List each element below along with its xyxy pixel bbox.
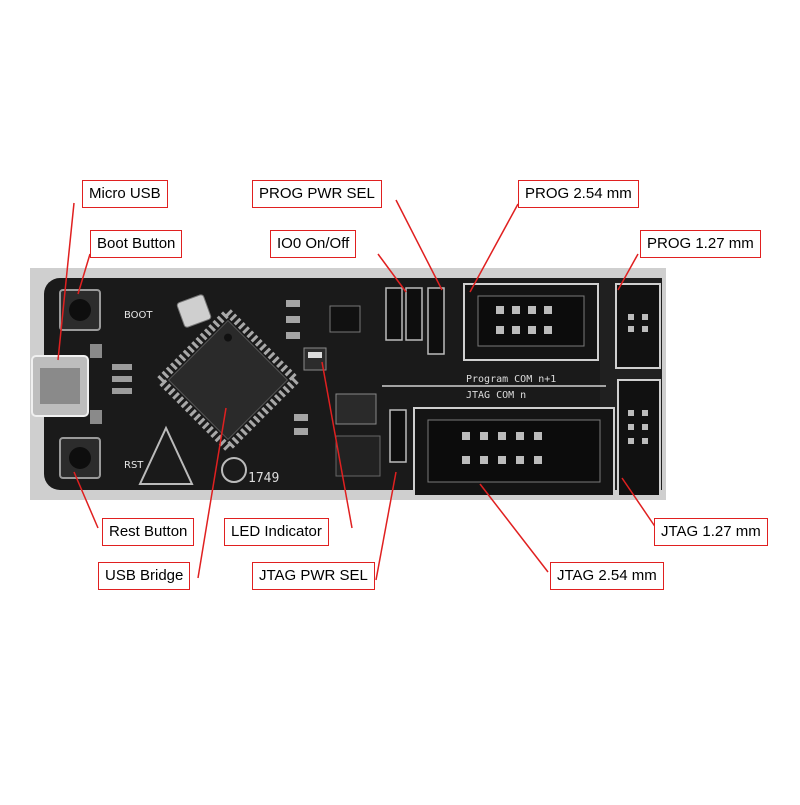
leader-usb-bridge (197, 407, 227, 579)
smd-part (294, 414, 308, 421)
crystal (176, 294, 212, 328)
pb-free-logo (221, 457, 247, 483)
smd-part (112, 364, 132, 370)
rst-silk: RST (124, 460, 144, 471)
jtag-127-pins (628, 410, 648, 444)
jtag-254-shroud (427, 419, 601, 483)
leader-prog-254 (469, 203, 519, 293)
leader-micro-usb (57, 202, 75, 361)
leader-io0 (377, 253, 407, 293)
chip-dot (223, 333, 232, 342)
callout-jtag-pwr-sel: JTAG PWR SEL (252, 562, 375, 590)
smd-part (112, 388, 132, 394)
jtag-254-pins (462, 432, 542, 464)
callout-boot-button: Boot Button (90, 230, 183, 258)
smd-part (294, 428, 308, 435)
leader-prog-127 (617, 253, 639, 291)
jtag-127-header (617, 379, 661, 497)
smd-part (286, 316, 300, 323)
leader-jtag-127 (621, 477, 657, 529)
prog-254-shroud (477, 295, 585, 347)
prog-127-pins (628, 314, 648, 332)
callout-prog-pwr-sel: PROG PWR SEL (252, 180, 382, 208)
leader-jtag-254 (479, 483, 549, 573)
callout-rest-button: Rest Button (102, 518, 195, 546)
callout-jtag-254: JTAG 2.54 mm (550, 562, 664, 590)
smd-part (286, 300, 300, 307)
jtag-pwr-jumper (389, 409, 407, 463)
regulator (329, 305, 361, 333)
smd-part (90, 344, 102, 358)
program-com-silk: Program COM n+1 (466, 374, 556, 385)
jtag-com-silk: JTAG COM n (466, 390, 526, 401)
esd-logo (138, 425, 194, 485)
chip-body (167, 319, 289, 441)
usb-bridge-chip (154, 306, 302, 454)
leader-led-indicator (321, 361, 353, 529)
leader-jtag-pwr-sel (375, 471, 397, 581)
leader-prog-pwr-sel (395, 199, 443, 291)
prog-254-pins (496, 306, 552, 334)
led-lens (308, 352, 322, 358)
callout-led-indicator: LED Indicator (224, 518, 329, 546)
leader-lines (57, 199, 657, 581)
smd-part (90, 410, 102, 424)
leader-rest-button (73, 471, 99, 529)
callout-prog-127: PROG 1.27 mm (640, 230, 761, 258)
buffer-chip (335, 435, 381, 477)
prog-127-header (615, 283, 661, 369)
callout-micro-usb: Micro USB (82, 180, 168, 208)
callout-io0-on-off: IO0 On/Off (270, 230, 357, 258)
io0-jumper-2 (405, 287, 423, 341)
leader-boot-button (77, 253, 91, 295)
prog-pwr-jumper (427, 287, 445, 355)
micro-usb-port (40, 368, 80, 404)
callout-prog-254: PROG 2.54 mm (518, 180, 639, 208)
boot-silk: BOOT (124, 310, 153, 321)
chip-pins (154, 306, 302, 454)
callout-jtag-127: JTAG 1.27 mm (654, 518, 768, 546)
smd-part (286, 332, 300, 339)
date-code: 1749 (248, 471, 279, 486)
io0-jumper (385, 287, 403, 341)
reset-button-cap (69, 447, 91, 469)
smd-part (335, 393, 377, 425)
callout-usb-bridge: USB Bridge (98, 562, 191, 590)
boot-button-cap (69, 299, 91, 321)
smd-part (112, 376, 132, 382)
